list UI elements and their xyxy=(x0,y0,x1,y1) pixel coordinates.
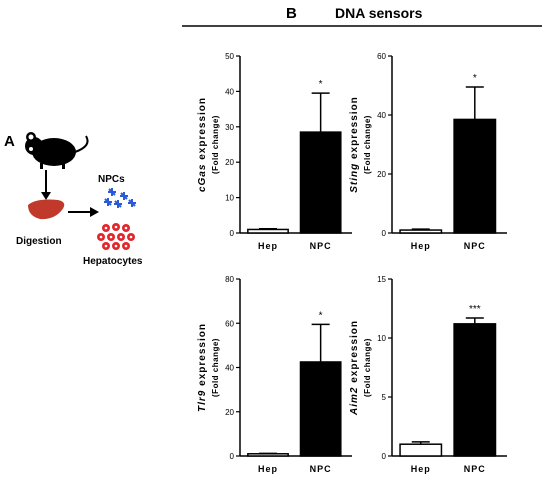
bar-hep xyxy=(247,228,289,234)
bar-npc xyxy=(453,323,497,457)
y-axis-sublabel: (Fold change) xyxy=(211,115,220,174)
y-tick-label: 15 xyxy=(377,275,386,284)
significance-mark: * xyxy=(319,310,323,321)
x-tick-label: Hep xyxy=(411,464,431,474)
y-tick-label: 0 xyxy=(382,452,387,461)
bar-npc xyxy=(453,118,497,234)
x-tick-label: NPC xyxy=(464,241,486,251)
bar-hep xyxy=(399,229,443,234)
hepatocyte-nucleus xyxy=(104,226,108,230)
significance-mark: *** xyxy=(469,304,481,315)
significance-mark: * xyxy=(473,73,477,84)
y-axis-label: Tlr9 expression xyxy=(197,323,208,412)
hepatocytes-label: Hepatocytes xyxy=(83,256,143,267)
npcs-label: NPCs xyxy=(98,174,125,185)
y-tick-label: 80 xyxy=(225,275,234,284)
liver-icon xyxy=(28,199,65,220)
hepatocyte-nucleus xyxy=(124,244,128,248)
y-tick-label: 60 xyxy=(225,319,234,328)
npc-cell xyxy=(108,188,116,196)
y-tick-label: 0 xyxy=(230,452,235,461)
y-axis-label: cGas expression xyxy=(197,97,208,192)
y-tick-label: 5 xyxy=(382,393,387,402)
panel-b-title: DNA sensors xyxy=(335,5,423,21)
hepatocyte-nucleus xyxy=(114,225,118,229)
y-axis-label: Sting expression xyxy=(349,96,360,193)
bar-hep xyxy=(247,453,289,457)
y-tick-label: 50 xyxy=(225,52,234,61)
panel-a-letter: A xyxy=(4,133,15,150)
y-tick-label: 20 xyxy=(225,408,234,417)
npc-cell xyxy=(104,198,112,206)
x-tick-label: NPC xyxy=(464,464,486,474)
y-tick-label: 10 xyxy=(377,334,386,343)
panel-b-letter: B xyxy=(286,5,297,22)
hepatocyte-cells-icon xyxy=(97,223,135,250)
y-tick-label: 0 xyxy=(230,229,235,238)
hepatocyte-nucleus xyxy=(109,235,113,239)
y-axis-sublabel: (Fold change) xyxy=(211,338,220,397)
y-tick-label: 20 xyxy=(225,158,234,167)
digestion-label: Digestion xyxy=(16,236,62,247)
bar-hep xyxy=(399,443,443,457)
y-tick-label: 40 xyxy=(377,111,386,120)
mouse-icon xyxy=(25,132,89,169)
x-tick-label: Hep xyxy=(258,241,278,251)
hepatocyte-nucleus xyxy=(124,226,128,230)
y-tick-label: 60 xyxy=(377,52,386,61)
hepatocyte-nucleus xyxy=(119,235,123,239)
y-tick-label: 30 xyxy=(225,123,234,132)
y-tick-label: 10 xyxy=(225,194,234,203)
bar-npc xyxy=(299,131,342,234)
y-tick-label: 20 xyxy=(377,170,386,179)
npc-cells-icon xyxy=(104,188,136,208)
right-arrow-icon xyxy=(90,207,99,217)
npc-cell xyxy=(120,192,128,200)
down-arrow-icon xyxy=(41,192,51,200)
hepatocyte-nucleus xyxy=(114,244,118,248)
x-tick-label: Hep xyxy=(411,241,431,251)
hepatocyte-nucleus xyxy=(129,235,133,239)
hepatocyte-nucleus xyxy=(99,235,103,239)
hepatocyte-nucleus xyxy=(104,244,108,248)
npc-cell xyxy=(114,200,122,208)
bar-npc xyxy=(299,361,342,457)
y-axis-sublabel: (Fold change) xyxy=(363,115,372,174)
y-tick-label: 40 xyxy=(225,87,234,96)
x-tick-label: Hep xyxy=(258,464,278,474)
y-tick-label: 0 xyxy=(382,229,387,238)
x-tick-label: NPC xyxy=(310,464,332,474)
y-tick-label: 40 xyxy=(225,364,234,373)
x-tick-label: NPC xyxy=(310,241,332,251)
npc-cell xyxy=(128,199,136,207)
y-axis-label: Aim2 expression xyxy=(349,320,360,416)
y-axis-sublabel: (Fold change) xyxy=(363,338,372,397)
significance-mark: * xyxy=(319,79,323,90)
